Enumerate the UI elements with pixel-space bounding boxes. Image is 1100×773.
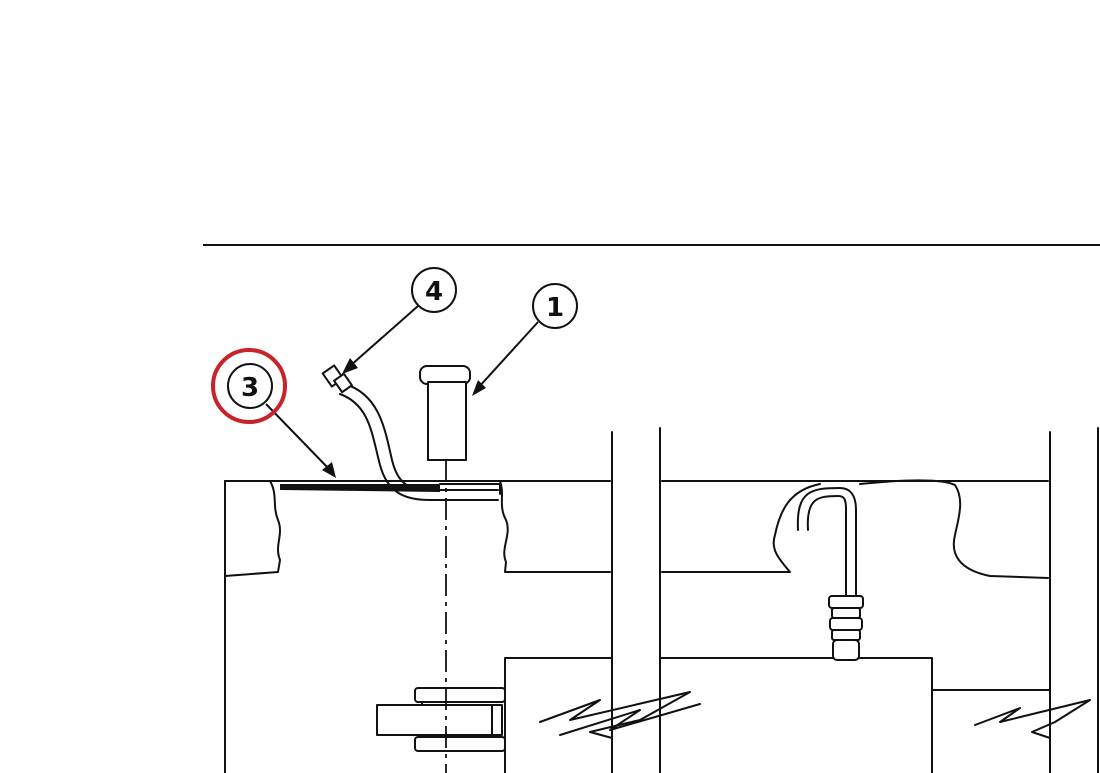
columns — [611, 427, 1099, 773]
lower-block — [504, 657, 1091, 773]
callout-3: 3 — [211, 348, 336, 478]
leader-line-1 — [477, 321, 539, 389]
callout-1-label: 1 — [546, 293, 564, 323]
callout-1: 1 — [472, 283, 578, 396]
leader-line-3 — [265, 403, 331, 471]
arrowhead-3 — [322, 462, 336, 478]
callout-4: 4 — [342, 267, 457, 374]
housing — [224, 479, 1049, 773]
tube-assembly — [280, 364, 501, 501]
callout-4-label: 4 — [425, 277, 443, 307]
plug-cap — [419, 365, 471, 461]
arrowhead-4 — [342, 358, 358, 374]
right-tube-fitting — [796, 487, 864, 661]
highlight-ring — [211, 348, 287, 424]
callout-3-label: 3 — [241, 373, 259, 403]
hinge-bracket — [376, 687, 506, 752]
arrowhead-1 — [472, 380, 486, 396]
leader-line-4 — [349, 305, 419, 367]
